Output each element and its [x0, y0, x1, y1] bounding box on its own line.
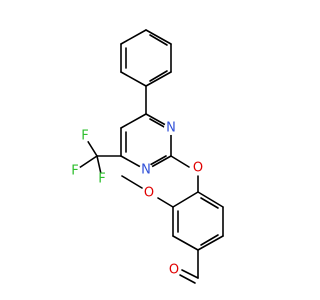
phenyl-ring [120, 29, 172, 87]
atom-o-methoxy-label: O [144, 186, 154, 201]
bond-c2-o-ether [170, 155, 190, 168]
atom-f-left-label: F [71, 164, 78, 179]
molecule-structure-canvas: N N O O O F F F [69, 29, 224, 284]
atom-n-upper-label: N [166, 121, 176, 136]
bond-c-o-double-2 [179, 274, 196, 284]
atom-o-ether: O [191, 161, 205, 176]
bond-bz-inner-3 [200, 197, 219, 209]
atom-o-aldehyde: O [167, 263, 181, 278]
aldehyde-group [179, 249, 199, 284]
atom-f-top-label: F [81, 129, 88, 144]
bond-bz-inner-2 [200, 234, 219, 246]
atom-n-lower: N [139, 163, 153, 178]
trifluoromethyl-group [78, 139, 122, 175]
atom-o-aldehyde-label: O [169, 263, 179, 278]
bond-ph-3 [120, 29, 147, 45]
bond-c-f-top [86, 139, 98, 157]
benzaldehyde-ring [172, 191, 224, 251]
bond-c-f-left [78, 155, 98, 169]
bond-pyr-inner-3 [149, 155, 167, 166]
bond-bz-4 [197, 235, 224, 251]
bond-bz-3 [172, 235, 199, 251]
bond-ph-4 [145, 29, 172, 45]
atom-f-bottom-label: F [98, 172, 105, 187]
methoxy-group [121, 175, 174, 208]
bond-pyr-c4-c5 [120, 113, 147, 129]
bond-bz-6 [197, 191, 224, 208]
bond-ph-inner-2 [149, 34, 168, 46]
bond-ph-inner-3 [149, 70, 168, 82]
bond-bz-1 [172, 191, 199, 208]
atom-f-bottom: F [96, 172, 108, 187]
bond-c-f-bottom [96, 155, 102, 175]
atom-o-ether-label: O [193, 161, 203, 176]
bond-ph-1 [120, 71, 147, 87]
atom-n-lower-label: N [141, 163, 151, 178]
atom-f-left: F [69, 164, 81, 179]
atom-n-upper: N [164, 121, 178, 136]
bond-ring-o-methoxy [157, 197, 174, 208]
bond-pyr-inner-2 [149, 118, 167, 129]
atom-o-methoxy: O [142, 186, 156, 201]
bond-c-o-double-1 [181, 269, 199, 279]
bond-ph-6 [145, 71, 172, 87]
atom-f-top: F [79, 129, 91, 144]
bond-o-methyl [121, 175, 143, 189]
